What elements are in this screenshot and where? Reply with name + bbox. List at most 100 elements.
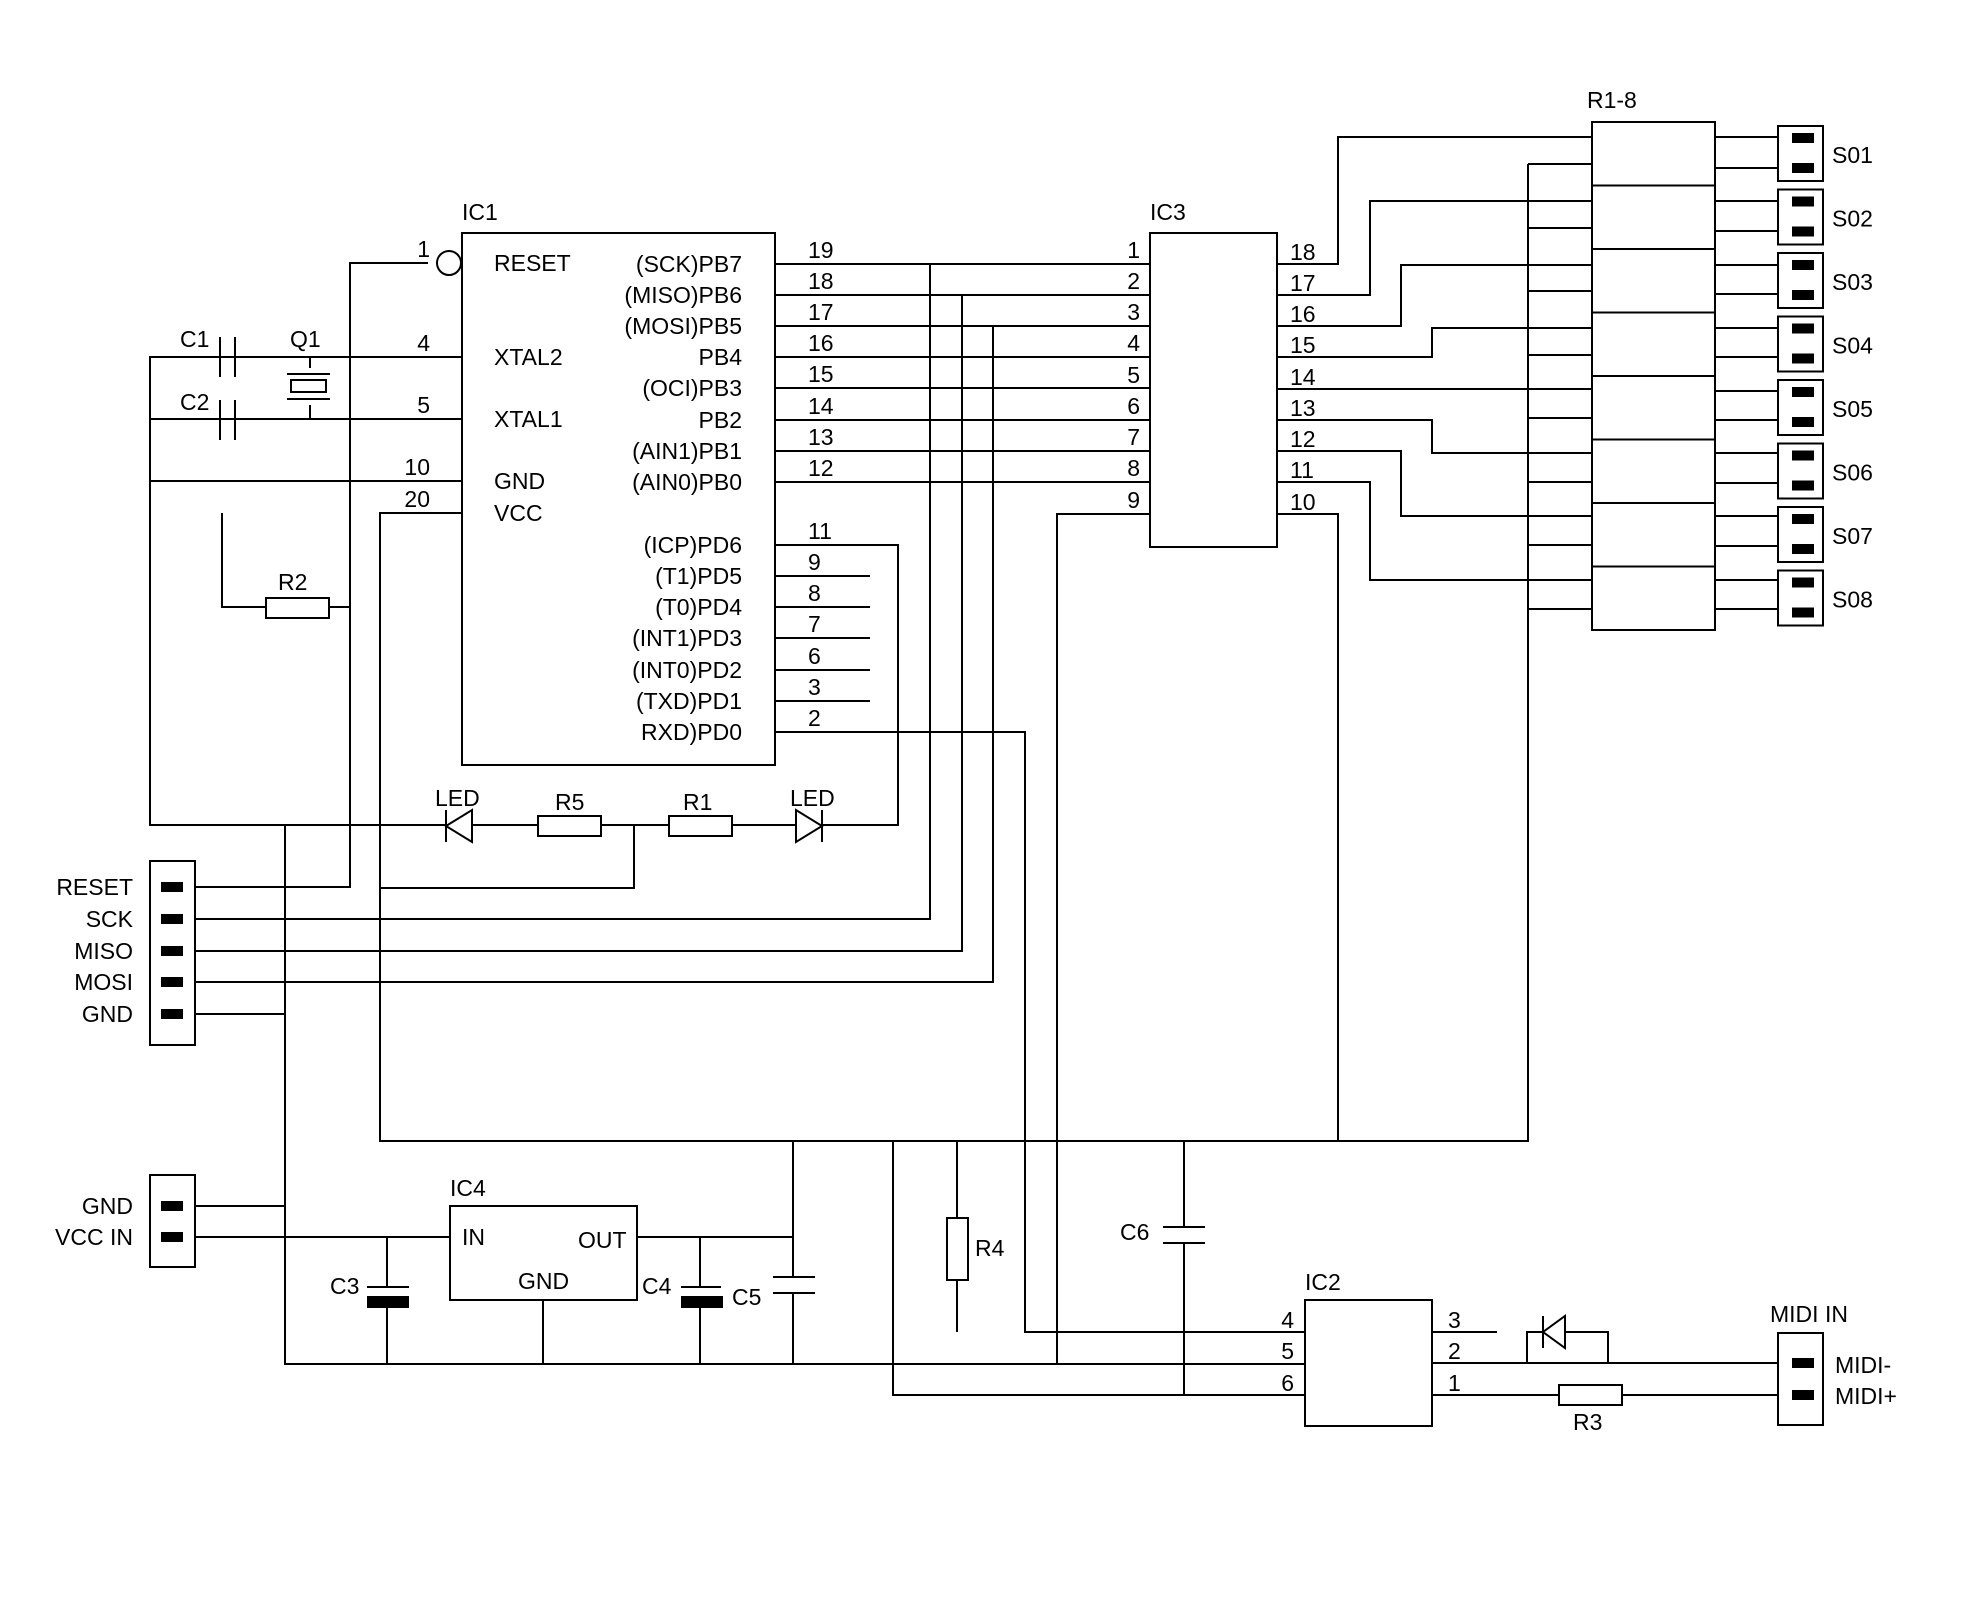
resistor-r3: R3	[1558, 1384, 1623, 1435]
resistor-network: R1-8	[1587, 87, 1716, 631]
resistor-r4: R4	[946, 1217, 1005, 1281]
ic1-right-pin-label: (ICP)PD6	[644, 532, 742, 558]
ic2-left-pin-number: 6	[1281, 1370, 1294, 1396]
ic3-right-pin-number: 14	[1290, 364, 1316, 390]
ic1-right-pin-number: 12	[808, 455, 834, 481]
ic3-left-pin-number: 7	[1127, 424, 1140, 450]
ic4-regulator: IC4 IN OUT GND	[449, 1175, 638, 1301]
ic3-right-pin-number: 15	[1290, 332, 1316, 358]
output-connector: S07	[1777, 506, 1873, 563]
ic3-left-pin-number: 6	[1127, 393, 1140, 419]
ic1-right-pin-label: (TXD)PD1	[636, 688, 742, 714]
ic4-out-label: OUT	[578, 1227, 627, 1253]
midi-plus-label: MIDI+	[1835, 1383, 1897, 1409]
wiring	[149, 136, 1778, 1396]
resistor-network-cell	[1591, 248, 1716, 314]
ic3-right-pin-number: 10	[1290, 489, 1316, 515]
ic1-right-pin-number: 9	[808, 549, 821, 575]
led-left: LED	[435, 785, 480, 844]
ic1-right-pin-number: 14	[808, 393, 834, 419]
ic1-left-pin-number: 10	[404, 454, 430, 480]
q1-label: Q1	[290, 326, 321, 352]
capacitor-c3: C3	[330, 1273, 409, 1308]
midi-connector: MIDI IN MIDI- MIDI+	[1770, 1301, 1897, 1426]
ic2-left-pin-number: 4	[1281, 1307, 1294, 1333]
ic4-title: IC4	[450, 1175, 486, 1201]
led-right: LED	[790, 785, 835, 844]
ic3-left-pin-number: 5	[1127, 362, 1140, 388]
output-connector: S05	[1777, 379, 1873, 436]
ic1-right-pin-label: (T1)PD5	[655, 563, 742, 589]
midi-minus-label: MIDI-	[1835, 1352, 1891, 1378]
ic1-left-pin-number: 4	[417, 330, 430, 356]
ic1-right-pin-number: 3	[808, 674, 821, 700]
ic1-right-pin-number: 19	[808, 237, 834, 263]
ic1-right-pin-number: 6	[808, 643, 821, 669]
ic1-right-pin-number: 8	[808, 580, 821, 606]
ic1-right-pin-number: 2	[808, 705, 821, 731]
ic3-right-pin-number: 12	[1290, 426, 1316, 452]
c3-label: C3	[330, 1273, 359, 1299]
resistor-network-cell	[1591, 565, 1716, 631]
ic2-left-pin-number: 5	[1281, 1338, 1294, 1364]
midi-title: MIDI IN	[1770, 1301, 1848, 1327]
ic1-right-pin-number: 18	[808, 268, 834, 294]
ic1-right-pin-label: (INT0)PD2	[632, 657, 742, 683]
output-connector-label: S06	[1832, 460, 1873, 486]
power-pin-label: VCC IN	[55, 1224, 133, 1250]
ic1-right-pin-label: PB2	[699, 407, 742, 433]
ic1-right-pin-label: (AIN0)PB0	[632, 469, 742, 495]
ic3-left-pin-number: 2	[1127, 268, 1140, 294]
output-connector: S02	[1777, 188, 1873, 246]
resistor-network-cell	[1591, 438, 1716, 504]
ic3-left-pin-number: 9	[1127, 487, 1140, 513]
resistor-network-cell	[1591, 502, 1716, 568]
ic1-right-pin-number: 16	[808, 330, 834, 356]
led-left-label: LED	[435, 785, 480, 811]
output-connector-label: S02	[1832, 206, 1873, 232]
ic4-gnd-label: GND	[518, 1268, 569, 1294]
ic3-right-pin-number: 16	[1290, 301, 1316, 327]
c6-label: C6	[1120, 1219, 1149, 1245]
resistor-network-cell	[1591, 311, 1716, 377]
ic1-right-pin-label: RXD)PD0	[641, 719, 742, 745]
ic1-left-pin-label: RESET	[494, 250, 571, 276]
output-connector: S06	[1777, 442, 1873, 500]
ic1-left-pin-label: XTAL2	[494, 344, 563, 370]
ic3-left-pin-number: 4	[1127, 330, 1140, 356]
ic1-right-pin-label: (OCI)PB3	[642, 375, 742, 401]
ic2-right-pin-number: 2	[1448, 1338, 1461, 1364]
resistor-network-cell	[1591, 184, 1716, 250]
ic3-right-pin-number: 13	[1290, 395, 1316, 421]
ic3-left-pin-number: 8	[1127, 455, 1140, 481]
resistor-r1: R1	[668, 789, 733, 837]
resistor-network-cell	[1591, 121, 1716, 187]
crystal-q1: Q1	[287, 326, 330, 400]
ic1-left-pin-number: 20	[404, 486, 430, 512]
ic1-left-pin-label: GND	[494, 468, 545, 494]
ic4-in-label: IN	[462, 1224, 485, 1250]
capacitor-c4: C4	[642, 1273, 723, 1308]
power-pin-label: GND	[82, 1193, 133, 1219]
ic1-right-pin-label: (INT1)PD3	[632, 625, 742, 651]
output-connector-label: S07	[1832, 523, 1873, 549]
ic1-right-pin-label: (AIN1)PB1	[632, 438, 742, 464]
led-right-label: LED	[790, 785, 835, 811]
isp-pin-label: MISO	[74, 938, 133, 964]
c5-label: C5	[732, 1284, 761, 1310]
isp-pin-label: SCK	[86, 906, 134, 932]
output-connector-label: S04	[1832, 333, 1873, 359]
ic3-right-pin-number: 17	[1290, 270, 1316, 296]
ic1-right-pin-number: 17	[808, 299, 834, 325]
r2-label: R2	[278, 569, 307, 595]
ic2-right-pin-number: 1	[1448, 1370, 1461, 1396]
ic3-left-pin-number: 3	[1127, 299, 1140, 325]
resistor-r5: R5	[537, 789, 602, 837]
ic1-right-pin-label: PB4	[699, 344, 743, 370]
